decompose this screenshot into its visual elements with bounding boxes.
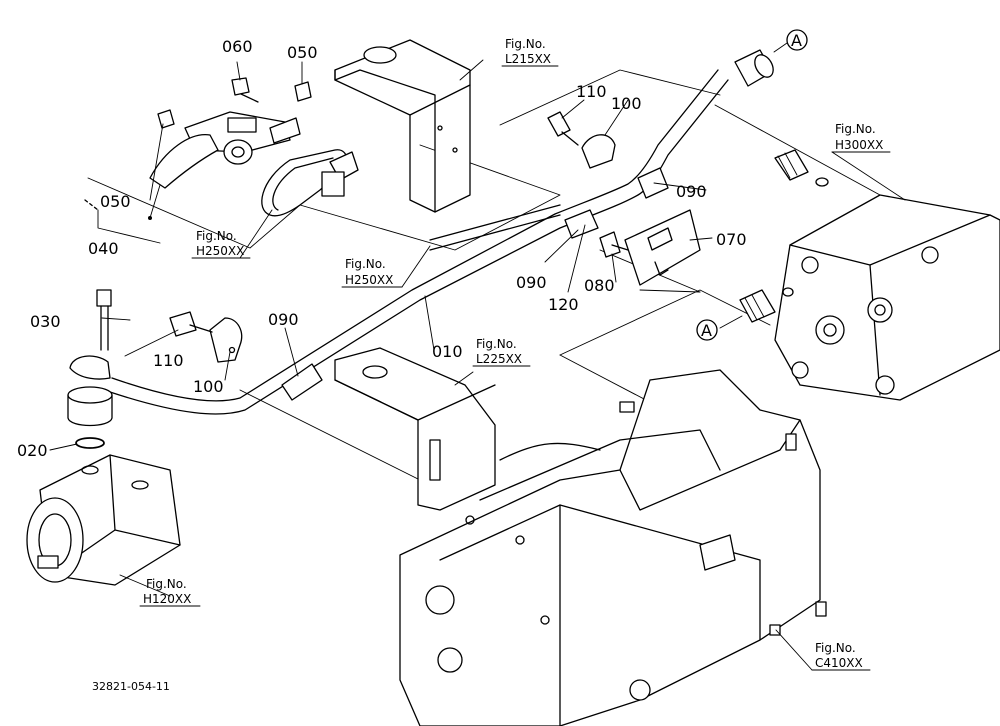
fig-ref-h120xx: H120XX [143,592,191,606]
part-label-100-a: 100 [611,94,642,113]
hydraulic-pump [26,454,181,586]
connector-labels: A A [701,31,802,340]
part-label-020: 020 [17,441,48,460]
fig-ref-c410xx: C410XX [815,656,863,670]
part-label-010: 010 [432,342,463,361]
fig-label-h250-a: Fig.No. [196,229,237,243]
upper-bracket [334,39,471,213]
part-label-050-b: 050 [287,43,318,62]
connector-label-top: A [791,31,802,50]
fig-label-h120: Fig.No. [146,577,187,591]
fig-reference-labels: Fig.No. L215XX Fig.No. H250XX Fig.No. H2… [143,37,883,670]
pipe-sleeves [281,167,669,401]
fig-label-h300: Fig.No. [835,122,876,136]
fig-label-l215: Fig.No. [505,37,546,51]
part-label-090-c: 090 [268,310,299,329]
fig-ref-l225xx: L225XX [476,352,522,366]
upper-clamp-assembly [84,77,312,244]
pipe-top-fitting [734,42,788,87]
fig-label-h250-b: Fig.No. [345,257,386,271]
part-label-070: 070 [716,230,747,249]
part-label-080: 080 [584,276,615,295]
lower-clamp-100 [169,311,243,363]
part-label-110-b: 110 [153,351,184,370]
part-number-labels: 060 050 050 040 110 100 090 070 090 080 … [17,37,747,460]
fig-label-c410: Fig.No. [815,641,856,655]
footer-code: 32821-054-11 [92,680,170,693]
plate-070 [599,209,701,286]
connector-label-bottom: A [701,321,712,340]
upper-clamp-100 [547,111,616,169]
part-label-040: 040 [88,239,119,258]
fig-ref-l215xx: L215XX [505,52,551,66]
fig-ref-h250xx-b: H250XX [345,273,393,287]
leader-lines [49,59,906,671]
fig-ref-h300xx: H300XX [835,138,883,152]
part-label-120: 120 [548,295,579,314]
part-label-100-b: 100 [193,377,224,396]
middle-bracket [334,347,496,511]
fig-underlines [139,65,891,671]
connector-markers [696,29,808,341]
part-label-110-a: 110 [576,82,607,101]
part-label-090-b: 090 [516,273,547,292]
valve-fittings [719,149,829,329]
loop-pipe [261,149,359,217]
fig-ref-h250xx-a: H250XX [196,244,244,258]
banjo-fitting [67,289,113,449]
control-valve [774,194,1000,401]
part-label-060: 060 [222,37,253,56]
fig-label-l225: Fig.No. [476,337,517,351]
part-label-090-a: 090 [676,182,707,201]
transmission-case [399,369,827,726]
part-label-030: 030 [30,312,61,331]
part-label-050-a: 050 [100,192,131,211]
